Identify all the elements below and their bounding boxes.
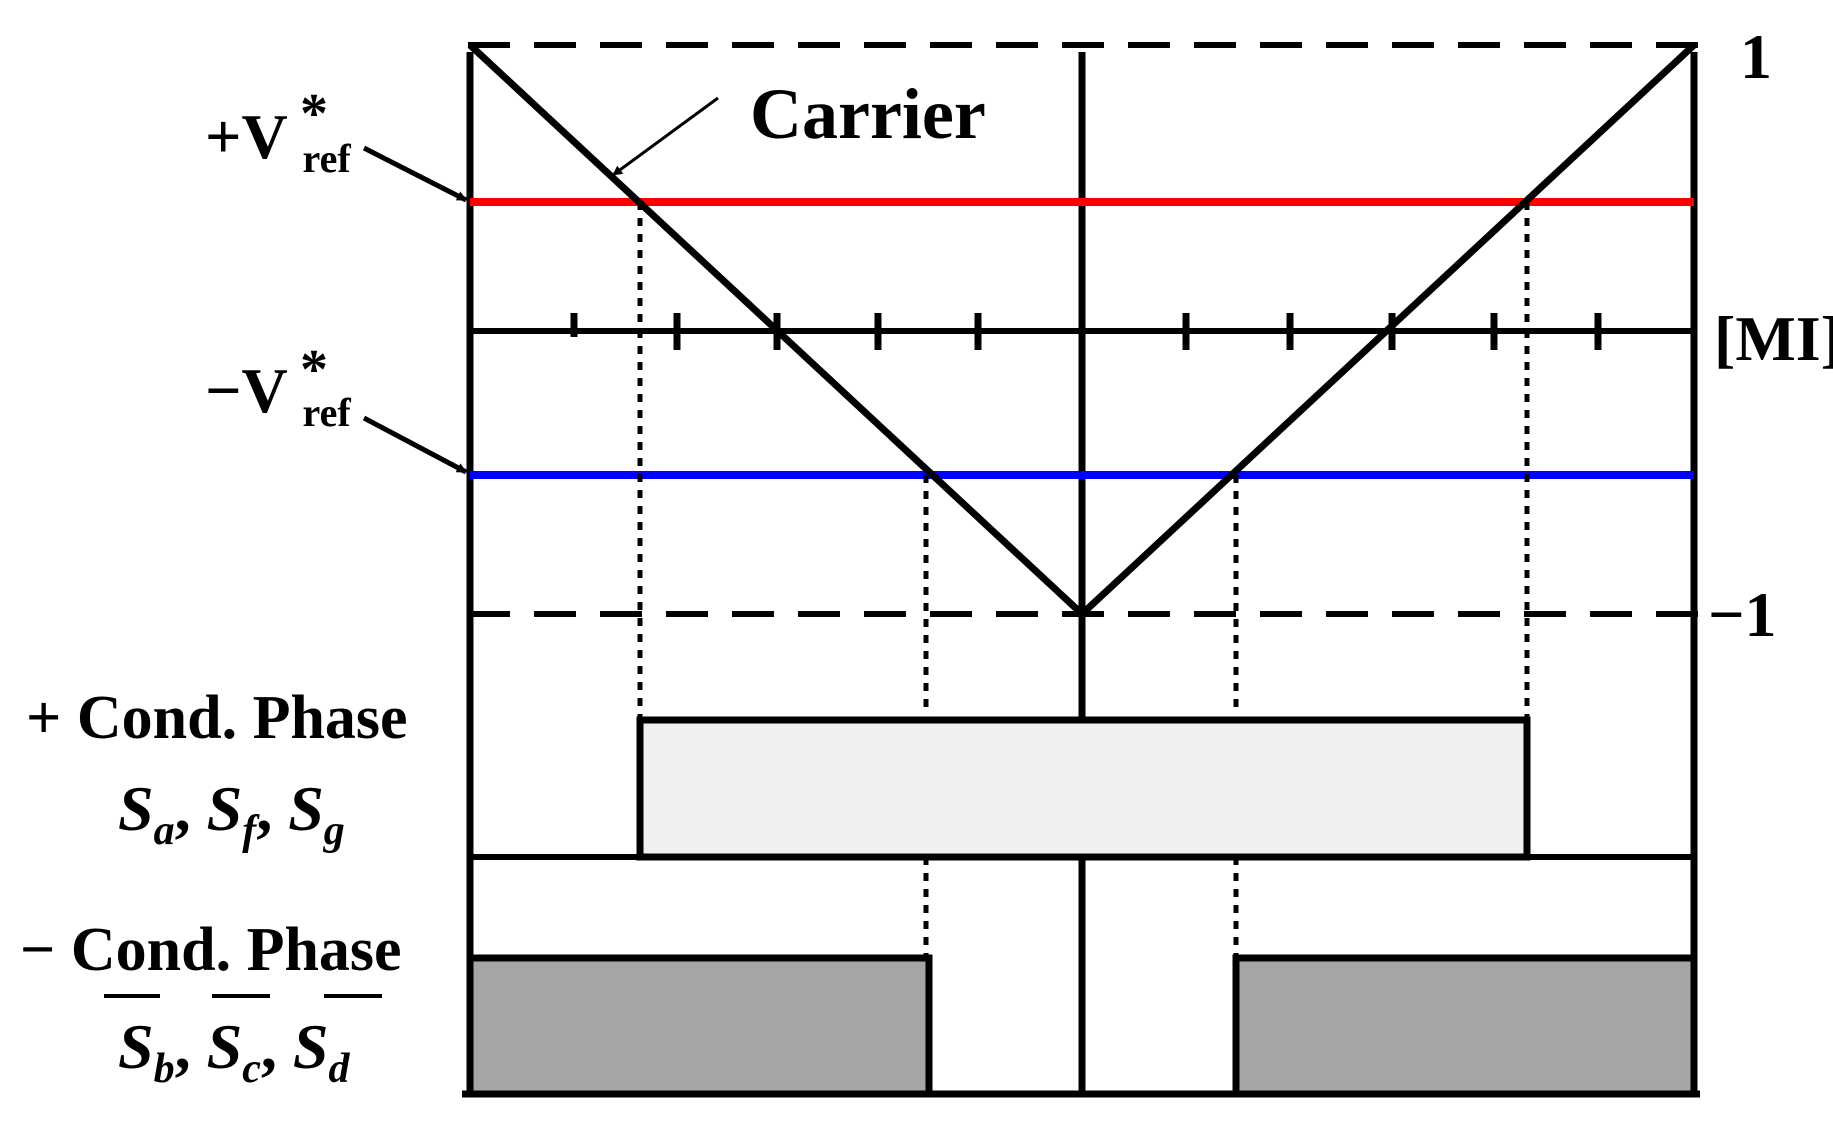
carrier-label: Carrier (750, 74, 986, 154)
positive-ref-arrow (362, 145, 468, 203)
projection-lines (637, 202, 1530, 958)
positive-ref-asterisk: * (300, 83, 328, 145)
switch-d-base: S (293, 1011, 329, 1082)
switch-g-base: S (288, 773, 324, 844)
positive-ref-base: +V (205, 101, 287, 172)
switch-a-sub: a (154, 808, 175, 854)
negative-ref-asterisk: * (300, 339, 328, 401)
negative-ref-sub: ref (303, 390, 352, 435)
switch-a-base: S (118, 773, 154, 844)
top-value-label: 1 (1740, 21, 1772, 92)
switch-g-sub: g (323, 808, 345, 854)
negative-phase-pulse-left (466, 954, 933, 1098)
separator: , (175, 1011, 191, 1082)
negative-phase-pulse-right (1232, 954, 1698, 1098)
carrier-pointer (612, 96, 719, 177)
switch-d-sub: d (328, 1046, 350, 1092)
separator: , (261, 1011, 277, 1082)
switch-f-sub: f (242, 808, 260, 854)
separator: , (256, 773, 272, 844)
positive-switches: Sa, Sf, Sg (118, 773, 345, 854)
separator: , (175, 773, 191, 844)
positive-ref-label: +V ref (205, 101, 351, 181)
positive-phase-pulse (636, 716, 1531, 861)
negative-ref-arrow (362, 415, 468, 475)
carrier-triangle (467, 42, 1697, 619)
mi-axis-ticks (570, 313, 1602, 350)
switch-c-sub: c (242, 1046, 261, 1092)
negative-switches: Sb, Sc, Sd (118, 1011, 350, 1092)
negative-ref-base: −V (205, 355, 287, 426)
positive-ref-sub: ref (303, 136, 352, 181)
switch-b-sub: b (154, 1046, 175, 1092)
switch-c-base: S (207, 1011, 243, 1082)
negative-phase-title: − Cond. Phase (20, 916, 402, 984)
negative-ref-label: −V ref (205, 355, 351, 435)
positive-phase-title: + Cond. Phase (26, 684, 408, 752)
mi-axis-label: [MI] (1714, 303, 1833, 374)
switch-b-base: S (118, 1011, 154, 1082)
switch-f-base: S (207, 773, 243, 844)
bottom-value-label: −1 (1708, 579, 1776, 650)
